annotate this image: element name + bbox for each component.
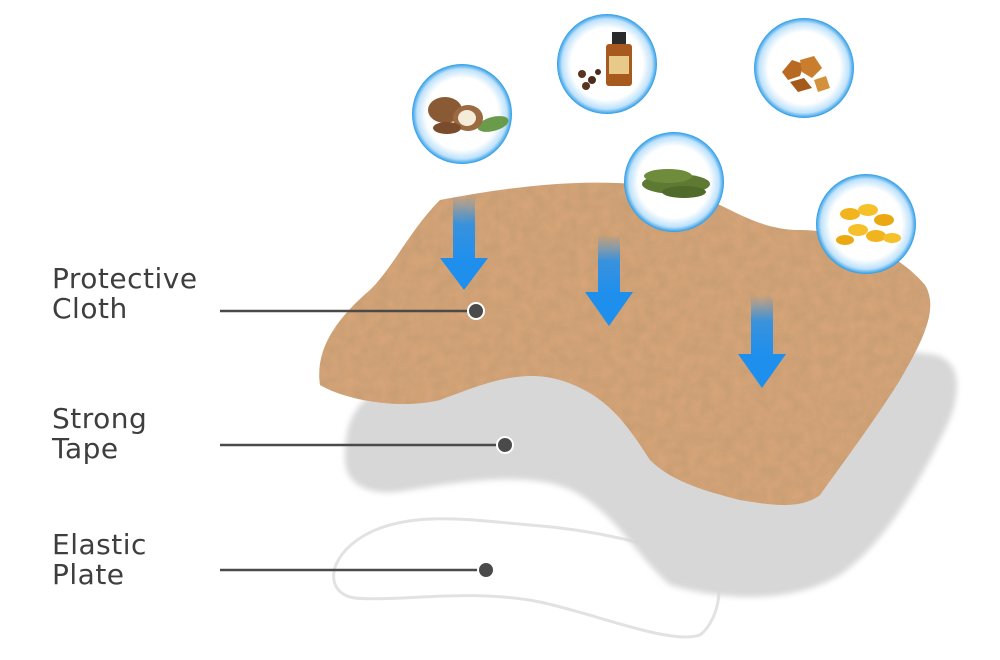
label-line: Strong	[52, 402, 148, 435]
resin-crystals-icon	[754, 18, 854, 118]
label-line: Protective	[52, 262, 198, 295]
label-line: Elastic	[52, 528, 147, 561]
shea-nut-icon	[412, 64, 512, 164]
elastic-plate-leader	[220, 561, 495, 579]
clove-oil-bottle-icon	[557, 14, 657, 114]
absorption-arrow	[585, 235, 633, 326]
absorption-arrow	[738, 295, 786, 388]
thyme-herb-icon	[624, 132, 724, 232]
elastic-plate-label: Elastic Plate	[52, 530, 147, 590]
label-line: Tape	[52, 432, 119, 465]
vitamin-e-capsules-icon	[816, 174, 916, 274]
protective-cloth-label: Protective Cloth	[52, 264, 198, 324]
strong-tape-label: Strong Tape	[52, 404, 147, 464]
label-line: Plate	[52, 558, 125, 591]
absorption-arrow	[440, 195, 488, 290]
elastic-plate-layer	[332, 517, 721, 639]
label-line: Cloth	[52, 292, 128, 325]
strong-tape-leader	[220, 436, 514, 454]
protective-cloth-leader	[220, 302, 485, 320]
